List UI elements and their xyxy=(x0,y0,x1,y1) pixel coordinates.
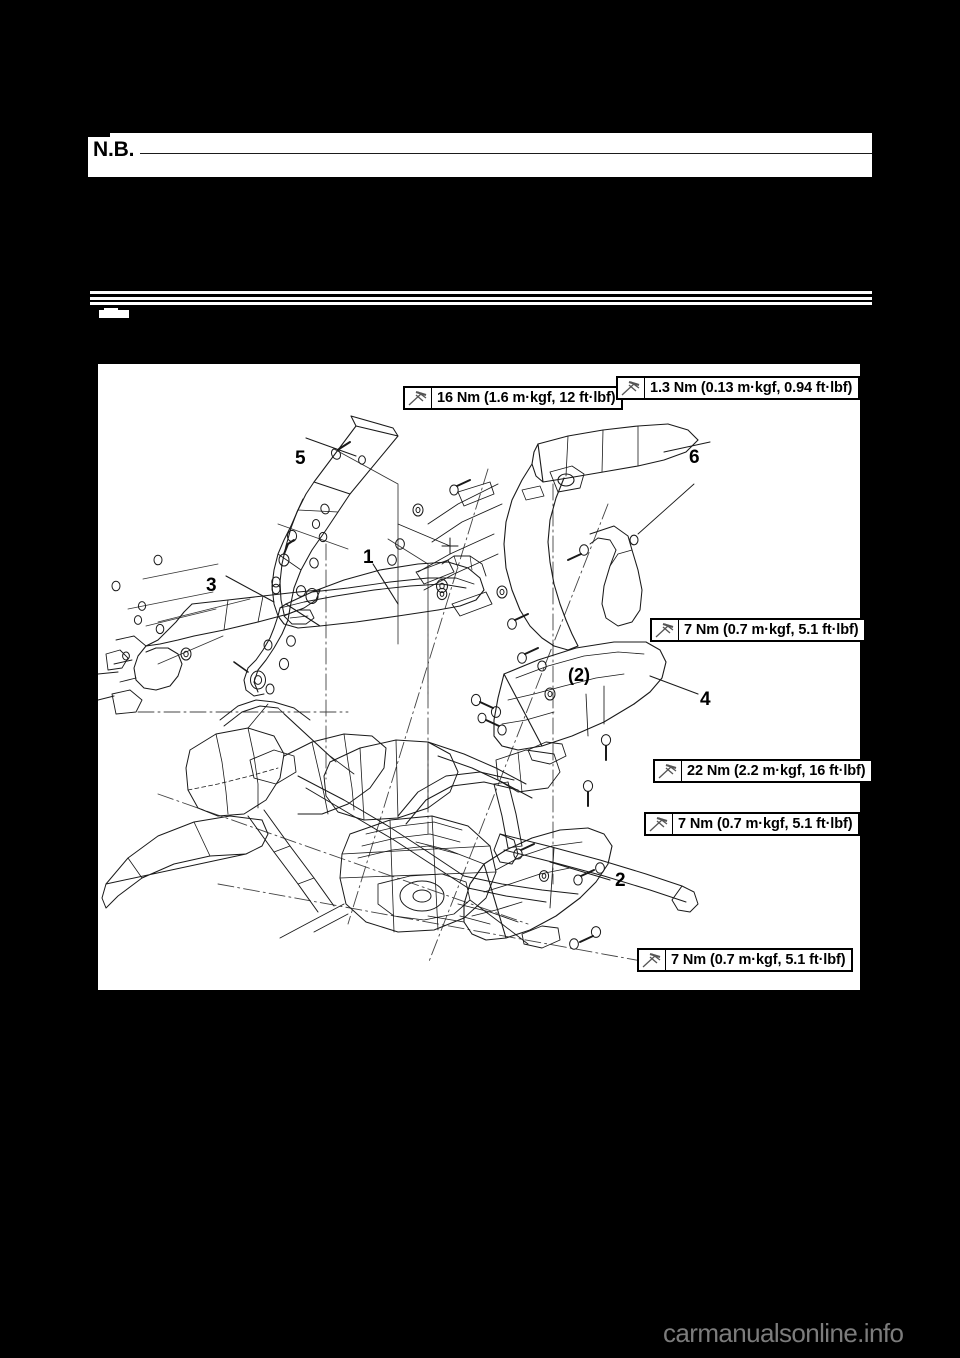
section-rule-middle xyxy=(90,297,872,300)
torque-spec-label: 7 Nm (0.7 m·kgf, 5.1 ft·lbf) xyxy=(678,816,853,832)
bolt-icon xyxy=(639,950,666,970)
bolt-icon xyxy=(405,388,432,408)
callout-1: 1 xyxy=(363,547,374,568)
note-heading-row: N.B. xyxy=(93,134,872,164)
torque-spec-7nm-b[interactable]: 7 Nm (0.7 m·kgf, 5.1 ft·lbf) xyxy=(644,812,861,836)
note-heading-rule xyxy=(140,153,872,154)
callout-qty-2: (2) xyxy=(568,665,590,685)
torque-spec-label: 7 Nm (0.7 m·kgf, 5.1 ft·lbf) xyxy=(671,952,846,968)
section-rule-top xyxy=(90,291,872,294)
torque-spec-16nm[interactable]: 16 Nm (1.6 m·kgf, 12 ft·lbf) xyxy=(403,386,624,410)
torque-spec-label: 1.3 Nm (0.13 m·kgf, 0.94 ft·lbf) xyxy=(650,380,853,396)
diagram-linework xyxy=(98,415,711,965)
torque-spec-7nm-c[interactable]: 7 Nm (0.7 m·kgf, 5.1 ft·lbf) xyxy=(637,948,854,972)
exploded-view-diagram xyxy=(98,364,860,990)
bolt-icon xyxy=(646,814,673,834)
callout-2: 2 xyxy=(615,870,626,891)
note-block: N.B. xyxy=(88,133,872,185)
torque-spec-7nm-a[interactable]: 7 Nm (0.7 m·kgf, 5.1 ft·lbf) xyxy=(650,618,867,642)
bolt-icon xyxy=(618,378,645,398)
section-rule-bottom xyxy=(90,302,872,305)
bolt-icon xyxy=(652,620,679,640)
torque-spec-label: 16 Nm (1.6 m·kgf, 12 ft·lbf) xyxy=(437,390,616,406)
torque-spec-label: 7 Nm (0.7 m·kgf, 5.1 ft·lbf) xyxy=(684,622,859,638)
redaction-overlay-note-corner xyxy=(88,131,110,137)
callout-5: 5 xyxy=(295,448,306,469)
bolt-icon xyxy=(655,761,682,781)
redaction-overlay-note xyxy=(88,177,872,186)
torque-spec-1-3nm[interactable]: 1.3 Nm (0.13 m·kgf, 0.94 ft·lbf) xyxy=(616,376,861,400)
callout-6: 6 xyxy=(689,447,700,468)
callout-3: 3 xyxy=(206,575,217,596)
site-watermark: carmanualsonline.info xyxy=(663,1318,904,1348)
note-heading: N.B. xyxy=(93,137,135,161)
torque-spec-22nm[interactable]: 22 Nm (2.2 m·kgf, 16 ft·lbf) xyxy=(653,759,874,783)
callout-4: 4 xyxy=(700,689,711,710)
torque-spec-label: 22 Nm (2.2 m·kgf, 16 ft·lbf) xyxy=(687,763,866,779)
section-heading-fragment xyxy=(99,308,129,318)
